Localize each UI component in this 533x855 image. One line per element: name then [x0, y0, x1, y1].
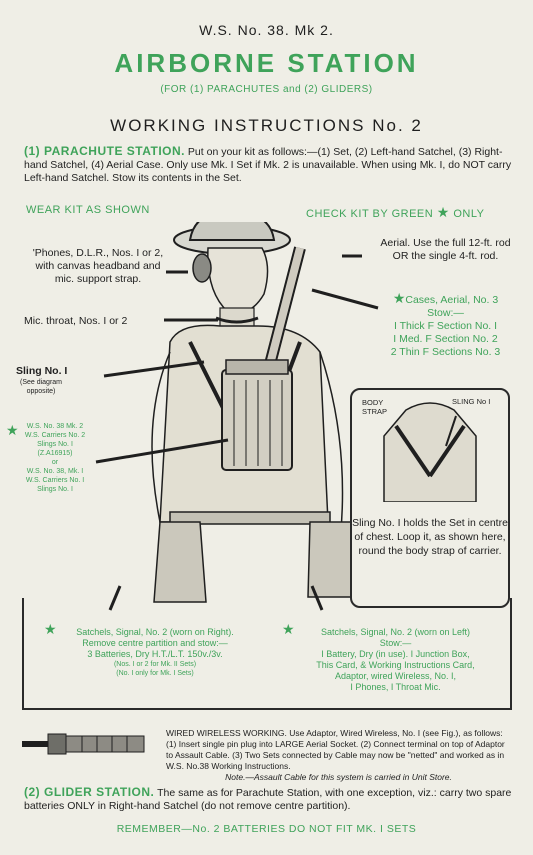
satchel-right-info: ★ Satchels, Signal, No. 2 (worn on Right)…	[44, 622, 260, 678]
carriers-line: Slings No. I	[37, 486, 73, 493]
carriers-line: Slings No. I	[37, 441, 73, 448]
satchel-left-item: Adaptor, wired Wireless, No. I,	[334, 671, 457, 681]
instructions-title: WORKING INSTRUCTIONS No. 2	[110, 116, 423, 135]
sling1-title: Sling No. I	[16, 365, 68, 377]
satchel-right-item: (No. I only for Mk. I Sets)	[116, 670, 194, 677]
adaptor-body	[65, 735, 145, 753]
body-strap-left	[394, 424, 432, 478]
satchel-right	[153, 521, 207, 603]
satchel-right-item: 3 Batteries, Dry H.T./L.T. 150v./3v.	[87, 649, 223, 659]
radio-panel	[225, 359, 289, 375]
green-star-icon: ★	[392, 290, 406, 306]
check-kit-heading: CHECK KIT BY GREEN ★ ONLY	[306, 204, 485, 221]
adaptor-plug	[47, 733, 67, 755]
green-star-icon: ★	[6, 422, 19, 438]
body-strap-right	[428, 424, 466, 478]
green-star-icon: ★	[282, 621, 295, 637]
parachute-text: Put on your kit as follows:—(1) Set, (2)…	[24, 146, 512, 184]
carriers-line: or	[51, 459, 59, 466]
wired-note: Note.—Assault Cable for this system is c…	[225, 772, 452, 782]
glider-paragraph: (2) GLIDER STATION. The same as for Para…	[24, 786, 514, 813]
sling-line	[445, 415, 457, 447]
check-kit-suffix: ONLY	[453, 208, 485, 220]
satchel-left-item: This Card, & Working Instructions Card,	[316, 660, 475, 670]
satchel-right-item: (Nos. I or 2 for Mk. II Sets)	[113, 661, 197, 668]
satchel-left-title: Satchels, Signal, No. 2 (worn on Left)	[320, 627, 471, 637]
label-sling1: Sling No. I (See diagram opposite)	[16, 365, 86, 396]
carriers-line: W.S. No. 38 Mk. 2	[26, 423, 84, 430]
cases-item: 2 Thin F Sections No. 3	[390, 346, 501, 358]
parachute-paragraph: (1) PARACHUTE STATION. Put on your kit a…	[24, 145, 514, 185]
wear-kit-heading: WEAR KIT AS SHOWN	[26, 204, 150, 216]
helmet-dome	[188, 222, 276, 241]
satchel-left-item: I Battery, Dry (in use). I Junction Box,	[321, 649, 470, 659]
adaptor-figure	[22, 733, 145, 755]
label-phones: 'Phones, D.L.R., Nos. I or 2, with canva…	[32, 247, 164, 285]
label-body-strap: BODY STRAP	[362, 398, 388, 416]
label-sling-no1: SLING No I	[452, 397, 491, 406]
green-star-icon: ★	[44, 621, 57, 637]
ws-number: W.S. No. 38. Mk 2.	[199, 22, 334, 38]
carriers-line: W.S. No. 38, Mk. I	[26, 468, 84, 475]
cases-title: Cases, Aerial, No. 3	[405, 294, 499, 306]
aerial-rod-fill	[264, 247, 304, 373]
adaptor-pin	[22, 741, 48, 747]
cases-stow: Stow:—	[427, 307, 464, 319]
remember-footer: REMEMBER—No. 2 BATTERIES DO NOT FIT MK. …	[116, 823, 417, 835]
wired-text: WIRED WIRELESS WORKING. Use Adaptor, Wir…	[166, 728, 505, 771]
label-aerial: Aerial. Use the full 12-ft. rod OR the s…	[380, 237, 511, 262]
page-title: AIRBORNE STATION	[114, 48, 419, 78]
carriers-line: W.S. Carriers No. 2	[24, 432, 86, 439]
wired-wireless-paragraph: WIRED WIRELESS WORKING. Use Adaptor, Wir…	[166, 728, 511, 783]
belt	[169, 511, 331, 525]
satchels-box	[22, 598, 512, 710]
neck	[219, 307, 255, 329]
sling-instructions: Sling No. I holds the Set in centre of c…	[352, 517, 508, 557]
glider-text: The same as for Parachute Station, with …	[24, 787, 512, 812]
right-arm	[319, 351, 344, 543]
back-figure	[383, 402, 477, 502]
cases-item: I Med. F Section No. 2	[393, 333, 498, 345]
cases-item: I Thick F Section No. I	[393, 320, 498, 332]
page-subtitle: (FOR (1) PARACHUTES and (2) GLIDERS)	[160, 84, 373, 95]
sling1-note: (See diagram opposite)	[19, 379, 63, 395]
label-cases-aerial: ★Cases, Aerial, No. 3 Stow:— I Thick F S…	[378, 290, 513, 359]
label-carriers: ★ W.S. No. 38 Mk. 2 W.S. Carriers No. 2 …	[6, 422, 102, 494]
soldier-illustration	[151, 222, 363, 603]
glider-lead: (2) GLIDER STATION.	[24, 785, 155, 799]
headphone-icon	[192, 253, 212, 283]
label-mic-throat: Mic. throat, Nos. I or 2	[24, 315, 128, 327]
carriers-line: W.S. Carriers No. I	[25, 477, 85, 484]
head	[207, 247, 269, 314]
sling-diagram	[383, 402, 477, 502]
satchel-left-item: I Phones, I Throat Mic.	[350, 682, 441, 692]
satchel-left-info: ★Satchels, Signal, No. 2 (worn on Left) …	[282, 622, 503, 693]
satchel-left-sub: Stow:—	[379, 638, 412, 648]
throat-mic	[215, 316, 259, 324]
green-star-icon: ★	[436, 204, 450, 220]
check-kit-text: CHECK KIT BY GREEN	[306, 208, 434, 220]
carriers-line: (Z.A16915)	[37, 450, 73, 457]
satchel-right-title: Satchels, Signal, No. 2 (worn on Right).	[76, 627, 234, 637]
parachute-lead: (1) PARACHUTE STATION.	[24, 144, 185, 158]
satchel-right-sub: Remove centre partition and stow:—	[82, 638, 228, 648]
